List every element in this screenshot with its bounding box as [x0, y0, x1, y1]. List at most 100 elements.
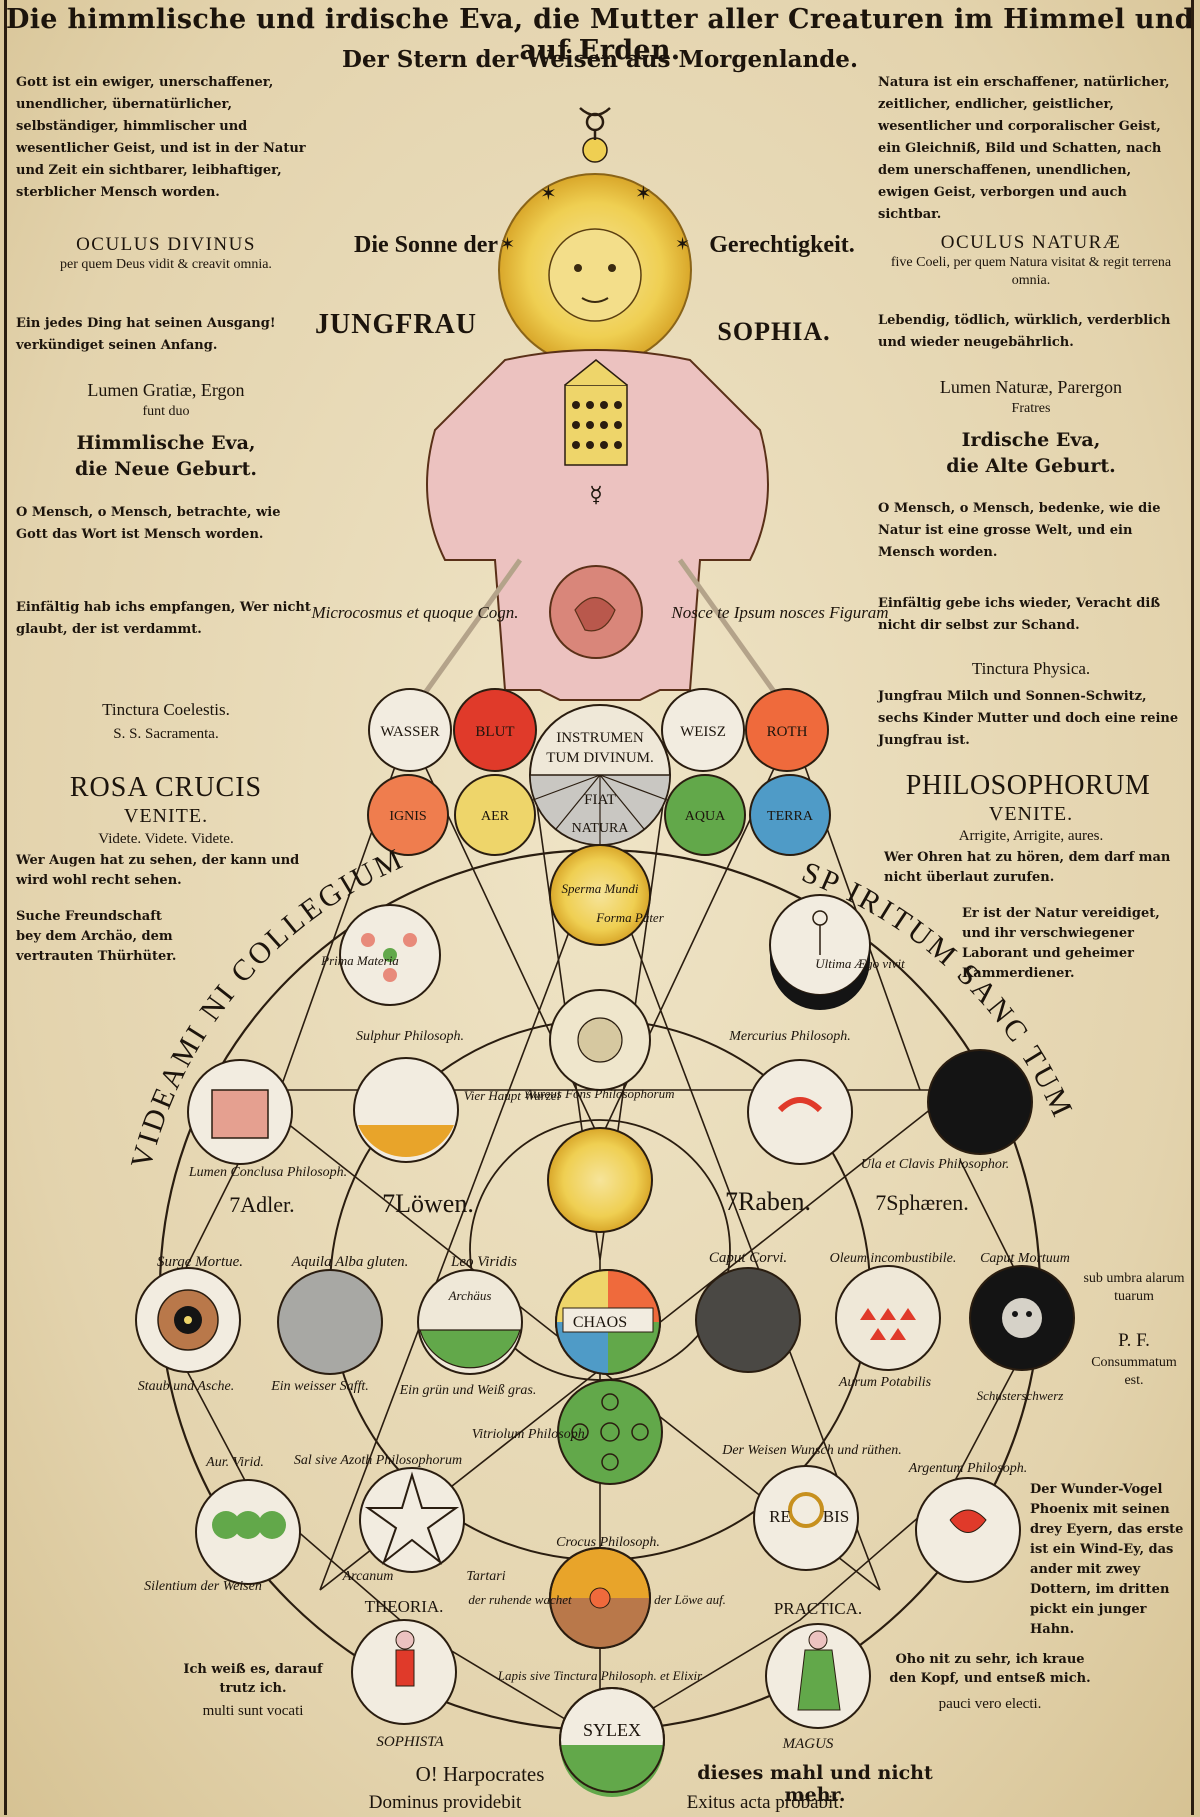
- weisz-label: WEISZ: [680, 724, 726, 740]
- sperma-mundi: Sperma Mundi: [562, 881, 639, 896]
- dieses-mahl: dieses mahl und nicht mehr.: [697, 1762, 933, 1806]
- pf-initials: P. F.: [1118, 1330, 1150, 1351]
- natura-paragraph: Natura ist ein erschaffener, natürlicher…: [878, 75, 1170, 222]
- lumen-gratiae-title: Lumen Gratiæ, Ergon: [87, 380, 245, 400]
- archaeus-label: Archäus: [448, 1288, 492, 1303]
- lebendig-text: Lebendig, tödlich, würklich, verderblich…: [878, 313, 1171, 350]
- einfaltig-gebe: Einfältig gebe ichs wieder, Veracht diß …: [878, 596, 1161, 633]
- consummatum: Consummatum est.: [1091, 1355, 1177, 1388]
- lumen-conclusa: Lumen Conclusa Philosoph.: [188, 1165, 347, 1180]
- mensch-betrachte: O Mensch, o Mensch, betrachte, wie Gott …: [16, 505, 281, 542]
- vier-haupt: Vier Haupt Wurzel: [464, 1088, 561, 1103]
- der-loewe: der Löwe auf.: [654, 1592, 726, 1607]
- sonne-right: Gerechtigkeit.: [709, 232, 855, 258]
- irdische-eva: Irdische Eva,: [961, 429, 1101, 451]
- sal-azoth: Sal sive Azoth Philosophorum: [294, 1453, 462, 1468]
- oho-text: Oho nit zu sehr, ich kraue den Kopf, und…: [889, 1652, 1091, 1686]
- suche-freundschaft: Suche Freundschaft bey dem Archäo, dem v…: [16, 909, 177, 964]
- magus-label: MAGUS: [782, 1736, 834, 1752]
- theoria-label: THEORIA.: [365, 1597, 444, 1616]
- staub-asche: Staub und Asche.: [138, 1379, 235, 1394]
- svg-text:✶: ✶: [540, 183, 557, 205]
- svg-text:✶: ✶: [500, 234, 515, 254]
- augen-text: Wer Augen hat zu sehen, der kann und wir…: [16, 853, 300, 888]
- oculus-divinus-text: per quem Deus vidit & creavit omnia.: [60, 257, 272, 272]
- ein-weisser-safft: Ein weisser Safft.: [270, 1379, 369, 1394]
- oculus-naturae-text: five Coeli, per quem Natura visitat & re…: [890, 255, 1172, 288]
- tinctura-physica: Tinctura Physica.: [971, 659, 1091, 678]
- pauci-electi: pauci vero electi.: [938, 1696, 1042, 1712]
- lumen-gratiae-sub: funt duo: [142, 404, 190, 419]
- der-weisen: Der Weisen Wunsch und rüthen.: [721, 1443, 902, 1458]
- venite-left: VENITE.: [123, 805, 209, 827]
- instrument-label-1: INSTRUMEN: [556, 730, 644, 746]
- multi-vocati: multi sunt vocati: [202, 1703, 304, 1719]
- element-circles-top: [368, 688, 829, 846]
- jungfrau-label: JUNGFRAU: [315, 309, 477, 340]
- sonne-left: Die Sonne der: [354, 232, 498, 258]
- loewen-label: 7Löwen.: [382, 1189, 474, 1218]
- nosce-label: Nosce te Ipsum nosces Figuram: [670, 603, 888, 622]
- sacramenta: S. S. Sacramenta.: [113, 726, 219, 742]
- virgin-figure: ☿: [417, 349, 783, 702]
- aquila-alba: Aquila Alba gluten.: [291, 1254, 409, 1270]
- gott-paragraph: Gott ist ein ewiger, unerschaffener, une…: [16, 75, 306, 200]
- alte-geburt: die Alte Geburt.: [946, 455, 1116, 477]
- tartari: Tartari: [466, 1569, 505, 1584]
- svg-text:✶: ✶: [675, 234, 690, 254]
- lapis-tinctura: Lapis sive Tinctura Philosoph. et Elixir: [497, 1668, 703, 1683]
- instrument-label-2: TUM DIVINUM.: [546, 750, 654, 766]
- sun-of-righteousness: ✶ ✶ ✶ ✶: [498, 107, 692, 367]
- microcosmus-label: Microcosmus et quoque Cogn.: [310, 603, 518, 622]
- page-title: Die himmlische und irdische Eva, die Mut…: [6, 4, 1194, 66]
- himmlische-eva: Himmlische Eva,: [76, 432, 256, 454]
- central-suns: [547, 844, 653, 1233]
- caput-mortuum: Caput Mortuum: [980, 1251, 1070, 1266]
- rebis-right: BIS: [823, 1507, 849, 1526]
- arc-left-text: VIDEAMI NI COLLEGIUM AD: [0, 0, 418, 1172]
- oculus-divinus-title: OCULUS DIVINUS: [76, 234, 256, 255]
- lower-ring-circles: [195, 1379, 1021, 1649]
- aur-virid: Aur. Virid.: [205, 1455, 264, 1470]
- lumen-naturae-sub: Fratres: [1011, 401, 1051, 416]
- mercury-symbol: ☿: [589, 482, 603, 507]
- mercurius-philosoph: Mercurius Philosoph.: [728, 1029, 851, 1044]
- aqua-label: AQUA: [685, 809, 726, 824]
- prima-materia: Prima Materia: [320, 953, 399, 968]
- tinctura-coelestis: Tinctura Coelestis.: [102, 700, 230, 719]
- surge-mortue: Surge Mortue.: [157, 1254, 243, 1270]
- ohren-text: Wer Ohren hat zu hören, dem darf man nic…: [884, 850, 1171, 885]
- sophista-label: SOPHISTA: [376, 1734, 444, 1750]
- wasser-label: WASSER: [380, 724, 439, 740]
- dominus-providebit: Dominus providebit: [368, 1792, 522, 1813]
- vitriolum: Vitriolum Philosoph.: [472, 1427, 588, 1442]
- caput-corvi: Caput Corvi.: [709, 1250, 787, 1266]
- philosophorum: PHILOSOPHORUM: [905, 770, 1151, 801]
- natura-ring-label: NATURA: [572, 821, 630, 836]
- rebis-left: RE: [769, 1507, 791, 1526]
- element-circles-row2: [367, 774, 831, 856]
- lumen-naturae-title: Lumen Naturæ, Parergon: [939, 377, 1123, 397]
- schusterschwerz: Schusterschwerz: [977, 1388, 1064, 1403]
- silentium: Silentium der Weisen: [144, 1579, 262, 1594]
- jungfrau-milch: Jungfrau Milch und Sonnen-Schwitz, sechs…: [878, 689, 1179, 748]
- crocus: Crocus Philosoph.: [556, 1535, 660, 1550]
- mensch-bedenke: O Mensch, o Mensch, bedenke, wie die Nat…: [878, 501, 1161, 560]
- practica-label: PRACTICA.: [774, 1599, 862, 1618]
- ignis-label: IGNIS: [389, 809, 426, 824]
- svg-text:✶: ✶: [635, 183, 652, 205]
- ultima-label: Ultima Ægo vivit: [815, 956, 905, 971]
- exitus-acta: Exitus acta probabit.: [686, 1792, 844, 1813]
- weiss-es: Ich weiß es, darauf trutz ich.: [183, 1662, 323, 1696]
- chaos-circle: [555, 1269, 661, 1375]
- arcanum: Arcanum: [342, 1569, 394, 1584]
- ein-gruen-gras: Ein grün und Weiß gras.: [399, 1383, 537, 1398]
- venite-right: VENITE.: [988, 803, 1074, 825]
- harpocrates: O! Harpocrates: [415, 1762, 545, 1786]
- sophia-label: SOPHIA.: [717, 317, 830, 346]
- oculus-naturae-title: OCULUS NATURÆ: [940, 232, 1122, 253]
- forma-pater: Forma Pater: [595, 910, 664, 925]
- terra-label: TERRA: [767, 809, 814, 824]
